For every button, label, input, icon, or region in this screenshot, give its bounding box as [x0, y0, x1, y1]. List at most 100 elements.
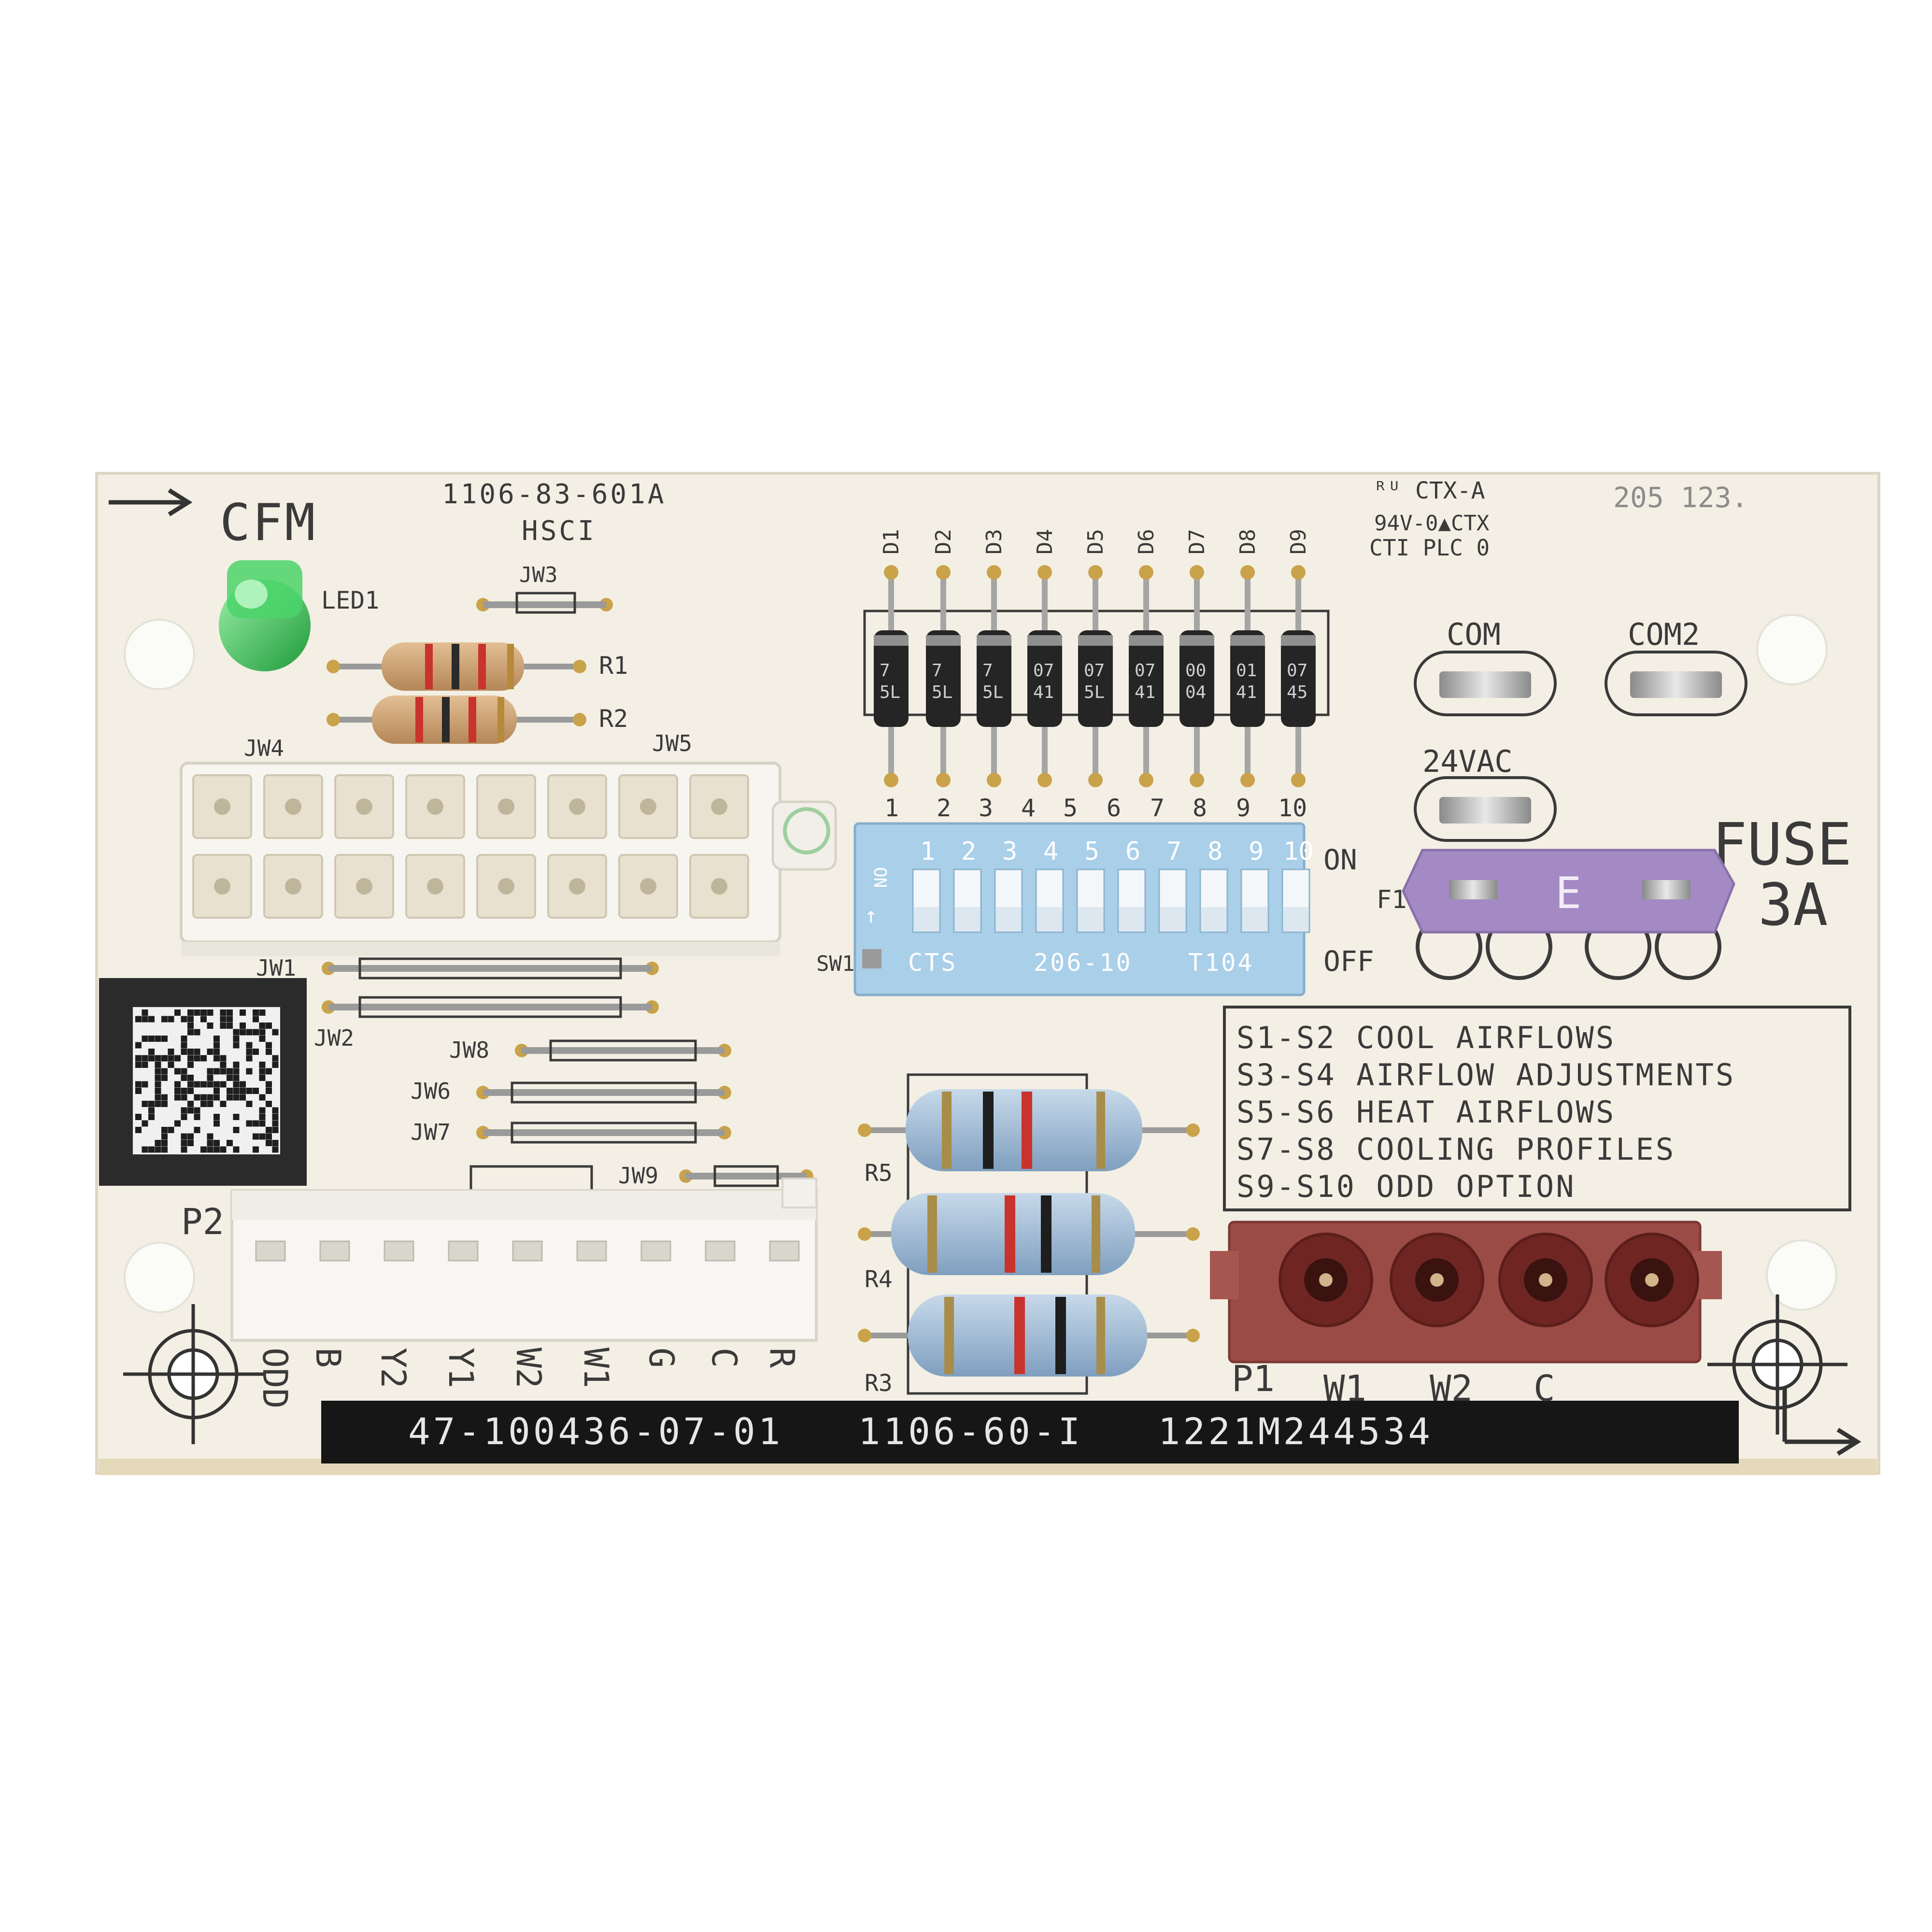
- p2-terminal-r: R: [762, 1348, 802, 1368]
- direction-arrow-icon: [109, 488, 193, 516]
- connector-pin-cell: [263, 774, 323, 839]
- connector-pin-cell: [405, 854, 465, 919]
- legend-line-5: S9-S10 ODD OPTION: [1236, 1169, 1576, 1204]
- green-led-icon: [219, 560, 311, 671]
- connector-pin-cell: [476, 854, 536, 919]
- connector-pin-cell: [263, 854, 323, 919]
- p2-pin: [448, 1240, 479, 1262]
- switch-number-7: 7: [1150, 794, 1165, 822]
- jw3-label: JW3: [519, 563, 557, 587]
- p1-label: P1: [1232, 1358, 1275, 1400]
- cfm-label: CFM: [220, 493, 317, 552]
- dip-number-2: 2: [961, 837, 976, 866]
- jumper-jw8: [515, 1039, 731, 1062]
- r3-label: R3: [865, 1370, 893, 1397]
- cert-ctx-a: CTX-A: [1415, 477, 1485, 504]
- dip-slot-1: [912, 868, 941, 933]
- resistor-r4: [858, 1193, 1200, 1275]
- dip-number-9: 9: [1249, 837, 1264, 866]
- diode-label: D1: [879, 529, 904, 554]
- date-code: 205 123.: [1613, 481, 1748, 514]
- board-part-number: 1106-83-601A: [442, 479, 667, 510]
- connector-pin-cell: [618, 854, 678, 919]
- off-label: OFF: [1323, 945, 1374, 978]
- ul-recognized-mark: ᴿᵁ: [1374, 477, 1401, 503]
- switch-number-5: 5: [1063, 794, 1078, 822]
- dip-slot-3: [994, 868, 1023, 933]
- data-matrix-barcode-icon: [99, 978, 307, 1186]
- legend-line-4: S7-S8 COOLING PROFILES: [1236, 1132, 1676, 1167]
- diode-marking: 5L: [880, 682, 900, 702]
- resistor-r1: [327, 642, 586, 691]
- fuse-rating-label: 3A: [1758, 872, 1828, 939]
- switch-number-3: 3: [979, 794, 993, 822]
- com-label: COM: [1447, 617, 1501, 652]
- r1-label: R1: [599, 652, 628, 680]
- sw1-label: SW1: [816, 952, 854, 976]
- dip-brand: CTS: [908, 949, 957, 977]
- connector-pin-cell: [689, 854, 749, 919]
- p2-terminal-w2: W2: [509, 1348, 548, 1388]
- r4-label: R4: [865, 1266, 893, 1293]
- connector-pin-cell: [192, 854, 252, 919]
- dip-on-mark: ON: [870, 867, 890, 888]
- p1-sockets: [1279, 1233, 1699, 1327]
- resistor-r2: [327, 696, 586, 744]
- diode-marking: 7: [932, 661, 942, 681]
- dip-slot-8: [1199, 868, 1228, 933]
- connector-pin-cell: [476, 774, 536, 839]
- right-fiducial-crosshair-icon: [1707, 1294, 1847, 1435]
- diode-marking: 07: [1033, 661, 1054, 681]
- dip-number-4: 4: [1043, 837, 1058, 866]
- switch-number-4: 4: [1021, 794, 1036, 822]
- p2-terminal-b: B: [308, 1348, 348, 1368]
- p2-pin: [255, 1240, 286, 1262]
- on-label: ON: [1323, 843, 1357, 876]
- p2-pin: [319, 1240, 350, 1262]
- p2-pin: [769, 1240, 800, 1262]
- diode-marking: 00: [1185, 661, 1206, 681]
- diode-label: D7: [1185, 529, 1209, 554]
- fuse-letter: E: [1555, 868, 1581, 919]
- diode-label: D8: [1236, 529, 1260, 554]
- p2-label: P2: [181, 1201, 224, 1243]
- diode-label: D3: [982, 529, 1007, 554]
- diode-marking: 01: [1236, 661, 1257, 681]
- jw6-label: JW6: [411, 1078, 451, 1104]
- diode-array: D175LD275LD375LD40741D5075LD60741D70004D…: [874, 529, 1316, 787]
- p2-terminal-g: G: [641, 1348, 681, 1368]
- led1-label: LED1: [321, 586, 379, 614]
- connector-pin-cell: [405, 774, 465, 839]
- diode-marking: 41: [1033, 682, 1054, 702]
- resistor-r3: [858, 1294, 1200, 1377]
- p1-terminal-w2: W2: [1430, 1368, 1473, 1409]
- switch-number-1: 1: [884, 794, 899, 822]
- legend-line-2: S3-S4 AIRFLOW ADJUSTMENTS: [1236, 1057, 1735, 1093]
- diode-marking: 7: [880, 661, 890, 681]
- p2-pin: [705, 1240, 736, 1262]
- diode-marking: 5L: [1084, 682, 1105, 702]
- diode-label: D6: [1134, 529, 1159, 554]
- dip-slot-10: [1281, 868, 1310, 933]
- blade-fuse-f1: [1402, 849, 1735, 934]
- connector-pin-cell: [334, 774, 394, 839]
- 24vac-terminal: [1414, 776, 1557, 842]
- dip-number-5: 5: [1084, 837, 1099, 866]
- p1-terminal-c: C: [1534, 1368, 1555, 1409]
- diode-marking: 7: [982, 661, 993, 681]
- dip-number-8: 8: [1208, 837, 1222, 866]
- dip-slot-2: [953, 868, 982, 933]
- legend-line-1: S1-S2 COOL AIRFLOWS: [1236, 1020, 1616, 1055]
- connector-pin-cell: [547, 774, 607, 839]
- r2-label: R2: [599, 705, 628, 733]
- bottom-right-arrow-icon: [1782, 1386, 1861, 1456]
- dip-number-3: 3: [1002, 837, 1017, 866]
- diode-marking: 41: [1135, 682, 1155, 702]
- p2-terminal-y2: Y2: [373, 1348, 413, 1388]
